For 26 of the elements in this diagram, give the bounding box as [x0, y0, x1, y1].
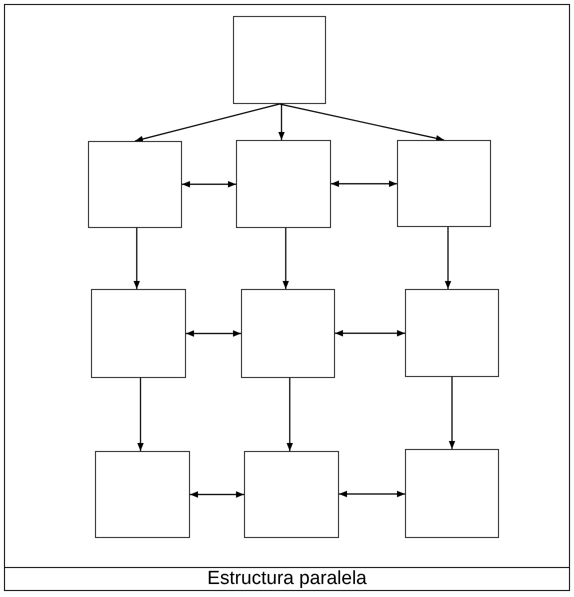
arrow	[331, 180, 397, 187]
empty-box	[233, 16, 326, 104]
arrow	[186, 330, 241, 337]
arrow	[137, 378, 144, 451]
arrow	[134, 103, 280, 142]
arrow	[190, 491, 244, 498]
empty-box	[91, 289, 186, 378]
arrow	[282, 228, 289, 289]
empty-box	[405, 289, 499, 377]
arrow	[278, 104, 285, 140]
arrow	[335, 330, 405, 336]
arrow	[339, 490, 405, 498]
empty-box	[405, 449, 499, 538]
caption: Estructura paralela	[4, 567, 570, 591]
empty-box	[95, 451, 190, 538]
arrow	[279, 103, 444, 142]
empty-box	[244, 451, 339, 538]
arrow	[182, 181, 236, 188]
empty-box	[88, 141, 182, 228]
empty-box	[241, 289, 335, 378]
arrow	[444, 227, 452, 289]
arrow	[448, 377, 456, 449]
empty-box	[397, 140, 491, 227]
arrow	[286, 378, 293, 451]
arrow	[134, 228, 140, 289]
empty-box	[236, 140, 331, 228]
